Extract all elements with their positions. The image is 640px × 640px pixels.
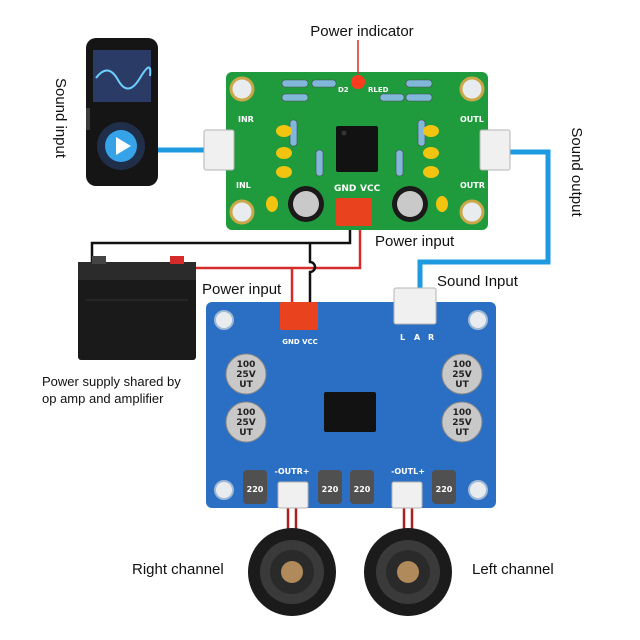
opamp-power-black-wire	[90, 228, 352, 262]
outl-silk: OUTL	[460, 115, 484, 124]
small-cap-4: 220	[432, 470, 456, 504]
wires	[90, 147, 551, 532]
cap-bottom-right-value: 100	[453, 408, 472, 418]
gnd-vcc-silk: GND VCC	[282, 338, 318, 346]
amp-power-input-label: Power input	[202, 281, 282, 298]
small-cap-3-label: 220	[354, 485, 371, 494]
power-led	[351, 75, 365, 89]
left-channel-label: Left channel	[472, 561, 554, 578]
vcc-silk: VCC	[360, 184, 381, 194]
r-silk: R	[428, 333, 434, 342]
inl-silk: INL	[236, 181, 251, 190]
sound-output-label: Sound output	[568, 127, 585, 217]
right-speaker-wire	[286, 508, 298, 532]
right-channel-label: Right channel	[132, 561, 224, 578]
amp-input-connector	[393, 287, 437, 325]
a-silk: A	[414, 333, 421, 342]
outl-outr-connector	[479, 129, 511, 171]
amp-sound-input-label: Sound Input	[437, 273, 519, 290]
cap-top-left-value: 100	[237, 360, 256, 370]
cap-top-right: 100 25V UT	[441, 353, 483, 395]
small-cap-3: 220	[350, 470, 374, 504]
cap-bottom-left: 100 25V UT	[225, 401, 267, 443]
cap-top-right-value: 100	[453, 360, 472, 370]
small-cap-1-label: 220	[247, 485, 264, 494]
left-speaker-connector	[391, 481, 423, 509]
cap-bottom-left-value: 100	[237, 408, 256, 418]
right-speaker	[248, 528, 336, 616]
l-silk: L	[400, 333, 405, 342]
outl-silk-amp: -OUTL+	[391, 467, 425, 476]
battery-negative-terminal	[92, 256, 106, 264]
outr-silk-amp: -OUTR+	[275, 467, 310, 476]
small-cap-1: 220	[243, 470, 267, 504]
cap-top-right-voltage: 25V	[452, 370, 472, 380]
inr-inl-connector	[203, 129, 235, 171]
cap-bottom-right-unit: UT	[455, 428, 469, 438]
cap-bottom-left-unit: UT	[239, 428, 253, 438]
opamp-power-connector	[336, 198, 372, 226]
cap-top-left-unit: UT	[239, 380, 253, 390]
power-supply-label-line2: op amp and amplifier	[42, 391, 164, 406]
amplifier-board: 100 25V UT 100 25V UT 100 25V UT 100 25V…	[206, 287, 496, 509]
gnd-silk: GND	[334, 184, 356, 194]
amp-power-black-wire	[308, 243, 317, 302]
cap-bottom-left-voltage: 25V	[236, 418, 256, 428]
amp-power-connector	[280, 302, 318, 330]
right-speaker-connector	[277, 481, 309, 509]
sound-output-wire	[417, 149, 551, 288]
cap-top-left-voltage: 25V	[236, 370, 256, 380]
rled-silk: RLED	[368, 86, 389, 94]
outr-silk: OUTR	[460, 181, 485, 190]
small-cap-2: 220	[318, 470, 342, 504]
amplifier-chip	[324, 392, 376, 432]
cap-bottom-right: 100 25V UT	[441, 401, 483, 443]
left-speaker	[364, 528, 452, 616]
cap-top-left: 100 25V UT	[225, 353, 267, 395]
power-indicator-label: Power indicator	[310, 23, 413, 40]
opamp-board: INR INL OUTL OUTR GND VCC D2 RLED	[203, 40, 511, 230]
inr-silk: INR	[238, 115, 254, 124]
opamp-chip	[336, 126, 378, 172]
small-cap-2-label: 220	[322, 485, 339, 494]
left-speaker-wire	[402, 508, 414, 532]
opamp-power-red-wire	[180, 228, 362, 270]
cap-top-right-unit: UT	[455, 380, 469, 390]
sound-input-label: Sound input	[52, 78, 69, 159]
d2-silk: D2	[338, 86, 349, 94]
cap-bottom-right-voltage: 25V	[452, 418, 472, 428]
battery	[78, 256, 196, 360]
opamp-power-input-label: Power input	[375, 233, 455, 250]
music-player	[86, 38, 158, 186]
small-cap-4-label: 220	[436, 485, 453, 494]
battery-positive-terminal	[170, 256, 184, 264]
power-supply-label-line1: Power supply shared by	[42, 374, 181, 389]
